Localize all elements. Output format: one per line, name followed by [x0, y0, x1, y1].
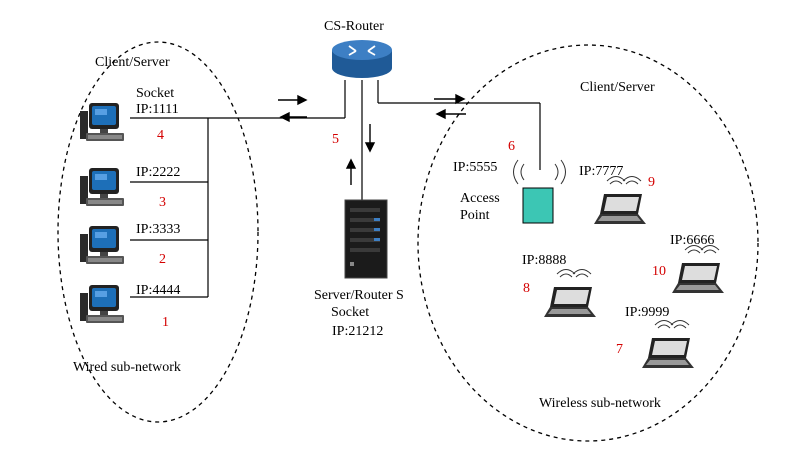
- client-number: 1: [162, 315, 169, 330]
- server-number: 5: [332, 132, 339, 147]
- client-number: 4: [157, 128, 164, 143]
- laptop-number: 9: [648, 175, 655, 190]
- right-group-title: Client/Server: [580, 80, 655, 95]
- client-number: 3: [159, 195, 166, 210]
- router-arrows-icon: [348, 45, 376, 56]
- left-group-title: Client/Server: [95, 55, 170, 70]
- laptop-7777: IP:7777 9: [579, 164, 655, 225]
- access-point: 6 IP:5555 Access Point: [453, 139, 566, 224]
- laptop-number: 8: [523, 281, 530, 296]
- router-label: CS-Router: [324, 19, 384, 34]
- wired-client-3333: IP:3333 2: [80, 222, 180, 267]
- laptop-9999: IP:9999 7: [616, 305, 695, 369]
- access-point-number: 6: [508, 139, 515, 154]
- client-ip: IP:3333: [136, 222, 180, 237]
- client-number: 2: [159, 252, 166, 267]
- wired-client-1111: IP:1111 4: [80, 102, 179, 143]
- wired-client-4444: IP:4444 1: [80, 283, 180, 330]
- wired-bus: [130, 80, 346, 298]
- wireless-subnetwork-boundary: [417, 44, 759, 442]
- laptop-ip: IP:6666: [670, 233, 714, 248]
- server-socket-label: Socket: [331, 305, 369, 320]
- access-point-label: Access: [460, 191, 500, 206]
- access-point-box: [522, 187, 554, 224]
- access-point-label-2: Point: [460, 208, 490, 223]
- server-tower-icon: [344, 199, 388, 279]
- client-ip: IP:4444: [136, 283, 180, 298]
- wired-client-2222: IP:2222 3: [80, 165, 180, 210]
- wired-subnetwork-boundary: [57, 41, 259, 423]
- router-ap-link: [377, 80, 541, 170]
- client-ip: IP:2222: [136, 165, 180, 180]
- laptop-number: 7: [616, 342, 623, 357]
- right-group-footer: Wireless sub-network: [539, 396, 661, 411]
- laptop-number: 10: [652, 264, 666, 279]
- wifi-signal-icon: [513, 159, 566, 185]
- client-ip: IP:1111: [136, 102, 179, 117]
- laptop-ip: IP:8888: [522, 253, 566, 268]
- cs-router: CS-Router: [324, 19, 392, 78]
- laptop-ip: IP:7777: [579, 164, 623, 179]
- left-socket-label: Socket: [136, 86, 174, 101]
- laptop-8888: IP:8888 8: [522, 253, 597, 318]
- left-group-footer: Wired sub-network: [73, 360, 181, 375]
- server-name: Server/Router S: [314, 288, 404, 303]
- laptop-6666: IP:6666 10: [652, 233, 725, 294]
- access-point-ip: IP:5555: [453, 160, 497, 175]
- traffic-arrows: [278, 93, 466, 185]
- server-ip: IP:21212: [332, 324, 383, 339]
- laptop-ip: IP:9999: [625, 305, 669, 320]
